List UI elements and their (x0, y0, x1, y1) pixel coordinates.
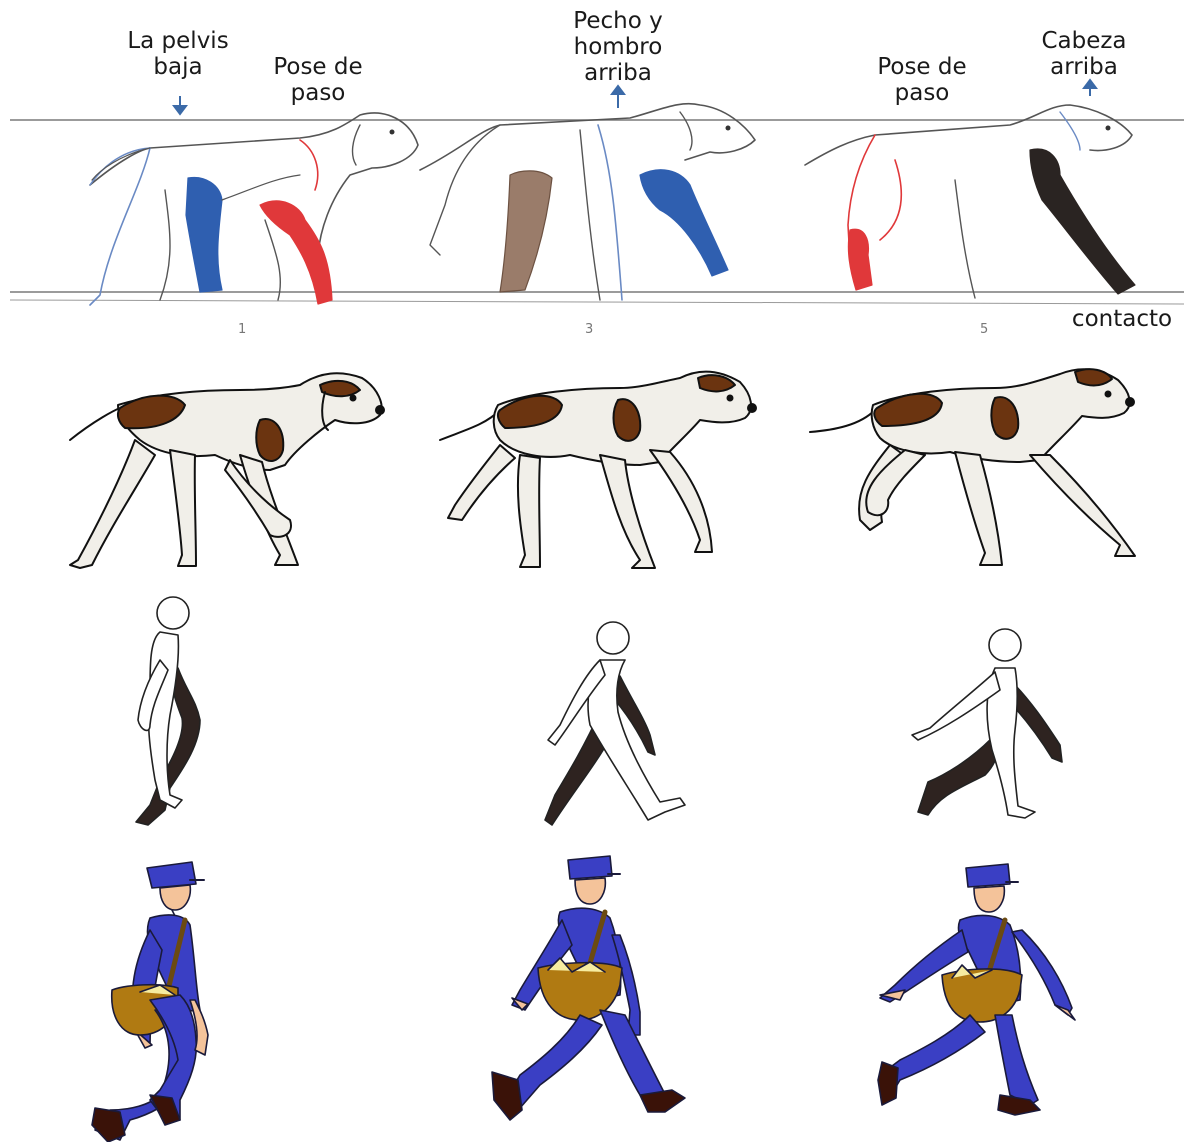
stick-figure-frame-3 (545, 622, 685, 825)
sketch-dog-frame-1 (90, 113, 418, 305)
stick-figure-frame-5 (912, 629, 1062, 818)
dog-frame-1 (70, 373, 384, 568)
mailman-frame-5 (878, 864, 1075, 1115)
annotation-arrows (174, 80, 1096, 114)
dog-frame-5 (810, 369, 1135, 565)
sketch-dog-frame-5 (805, 105, 1135, 298)
mailman-frame-3 (492, 856, 685, 1120)
stick-figure-frame-1 (136, 597, 200, 825)
mailman-frame-1 (92, 862, 208, 1142)
dog-frame-3 (440, 372, 756, 568)
sketch-dog-frame-3 (420, 104, 755, 300)
